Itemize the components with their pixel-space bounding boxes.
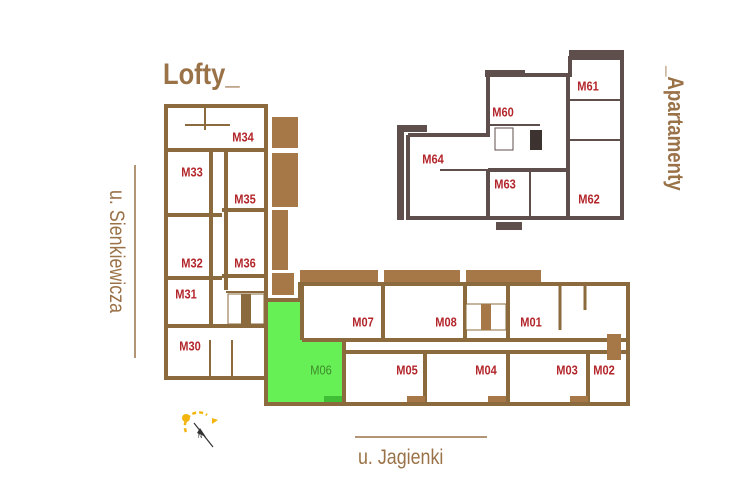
unit-m05[interactable]: M05 bbox=[396, 362, 418, 378]
lofty-title: Lofty_ bbox=[163, 58, 240, 91]
unit-m04[interactable]: M04 bbox=[475, 362, 497, 378]
unit-m62[interactable]: M62 bbox=[578, 191, 600, 207]
unit-m02[interactable]: M02 bbox=[593, 362, 615, 378]
unit-m30[interactable]: M30 bbox=[179, 338, 201, 354]
lofty-stairs bbox=[227, 293, 265, 325]
unit-m32[interactable]: M32 bbox=[181, 255, 203, 271]
main-building bbox=[264, 282, 630, 406]
main-details bbox=[324, 303, 621, 402]
compass-icon bbox=[182, 411, 218, 448]
unit-m31[interactable]: M31 bbox=[175, 286, 197, 302]
compass-north-label: N bbox=[198, 434, 203, 440]
selected-unit-area[interactable] bbox=[266, 300, 302, 403]
unit-m08[interactable]: M08 bbox=[435, 314, 457, 330]
unit-m63[interactable]: M63 bbox=[494, 176, 516, 192]
lofty-building bbox=[164, 104, 268, 380]
unit-m07[interactable]: M07 bbox=[352, 314, 374, 330]
street-jagienki: u. Jagienki bbox=[358, 446, 444, 469]
selected-unit-area-lower[interactable] bbox=[300, 340, 344, 403]
unit-m34[interactable]: M34 bbox=[232, 129, 254, 145]
unit-m33[interactable]: M33 bbox=[181, 164, 203, 180]
apartment-building bbox=[406, 56, 624, 220]
unit-m03[interactable]: M03 bbox=[556, 362, 578, 378]
apartamenty-title: _Apartamenty bbox=[663, 66, 688, 191]
unit-m01[interactable]: M01 bbox=[520, 314, 542, 330]
unit-m06-selected[interactable]: M06 bbox=[310, 362, 332, 378]
unit-m36[interactable]: M36 bbox=[234, 255, 256, 271]
unit-m64[interactable]: M64 bbox=[422, 151, 444, 167]
street-sienkiewicza: u. Sienkiewicza bbox=[105, 190, 128, 314]
unit-m35[interactable]: M35 bbox=[234, 191, 256, 207]
apartment-stairs bbox=[494, 127, 542, 151]
lofty-balconies bbox=[272, 117, 541, 295]
unit-m60[interactable]: M60 bbox=[492, 104, 514, 120]
unit-m61[interactable]: M61 bbox=[577, 78, 599, 94]
